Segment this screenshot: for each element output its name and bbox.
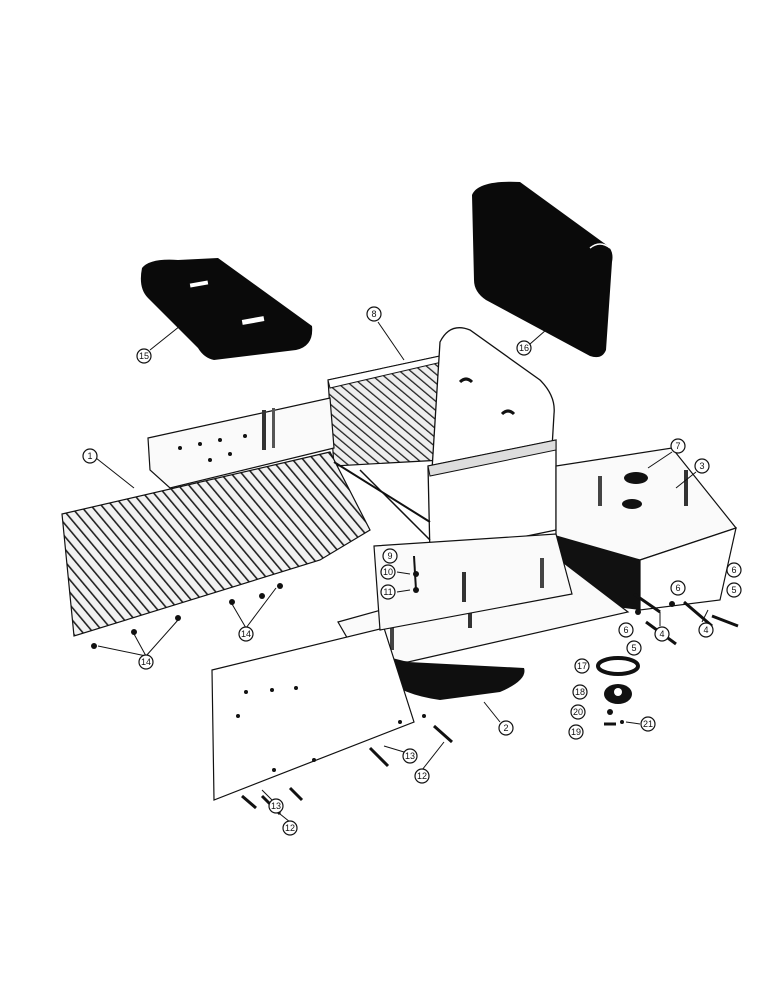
callout-10: 10 [380,564,396,580]
callout-14b: 14 [238,626,254,642]
callout-3: 3 [694,458,710,474]
callouts: 1 2 3 4 4 5 5 6 6 6 7 8 9 10 11 12 12 13… [82,306,742,836]
left-fender-1 [61,451,371,637]
callout-9: 9 [382,548,398,564]
svg-text:3: 3 [699,461,704,471]
svg-text:16: 16 [519,343,529,353]
svg-text:7: 7 [675,441,680,451]
svg-text:9: 9 [387,551,392,561]
callout-15: 15 [136,348,152,364]
svg-text:5: 5 [731,585,736,595]
callout-8: 8 [366,306,382,322]
callout-18: 18 [572,684,588,700]
callout-7: 7 [670,438,686,454]
svg-text:14: 14 [241,629,251,639]
callout-1: 1 [82,448,98,464]
svg-text:11: 11 [383,587,392,597]
svg-text:12: 12 [285,823,295,833]
callout-21: 21 [640,716,656,732]
svg-text:19: 19 [571,727,581,737]
callout-4a: 4 [654,626,670,642]
svg-text:5: 5 [631,643,636,653]
svg-text:6: 6 [731,565,736,575]
callout-13a: 13 [268,798,284,814]
callout-5a: 5 [626,640,642,656]
lower-panel-2 [211,627,426,801]
svg-text:13: 13 [271,801,281,811]
pin-parts-9-11 [413,555,419,593]
svg-text:15: 15 [139,351,149,361]
callout-12b: 12 [414,768,430,784]
svg-text:6: 6 [675,583,680,593]
bolts-4-5-6 [633,592,739,646]
svg-text:6: 6 [623,625,628,635]
callout-14a: 14 [138,654,154,670]
svg-text:4: 4 [659,629,664,639]
svg-text:1: 1 [87,451,92,461]
callout-2: 2 [498,720,514,736]
svg-text:12: 12 [417,771,427,781]
seat-backrest-bracket [333,327,557,557]
callout-6b: 6 [726,562,742,578]
svg-text:14: 14 [141,657,151,667]
callout-5b: 5 [726,582,742,598]
callout-17: 17 [574,658,590,674]
seat-cushion-16 [472,181,613,358]
callout-19: 19 [568,724,584,740]
callout-12a: 12 [282,820,298,836]
cap-assembly-17-21 [596,656,640,726]
seat-cushion-15 [140,258,313,360]
callout-6a: 6 [670,580,686,596]
callout-4b: 4 [698,622,714,638]
callout-6c: 6 [618,622,634,638]
svg-text:18: 18 [575,687,585,697]
bolts-14 [91,583,283,649]
svg-text:2: 2 [503,723,508,733]
callout-13b: 13 [402,748,418,764]
svg-text:17: 17 [577,661,587,671]
svg-text:10: 10 [383,567,393,577]
left-lower-body [373,533,573,631]
callout-16: 16 [516,340,532,356]
svg-text:21: 21 [643,719,653,729]
svg-text:4: 4 [703,625,708,635]
left-upper-housing [147,397,335,489]
callout-20: 20 [570,704,586,720]
rear-panel-8 [327,355,443,467]
svg-text:13: 13 [405,751,415,761]
callout-11: 11 [380,584,396,600]
svg-text:20: 20 [573,707,583,717]
svg-text:8: 8 [371,309,376,319]
